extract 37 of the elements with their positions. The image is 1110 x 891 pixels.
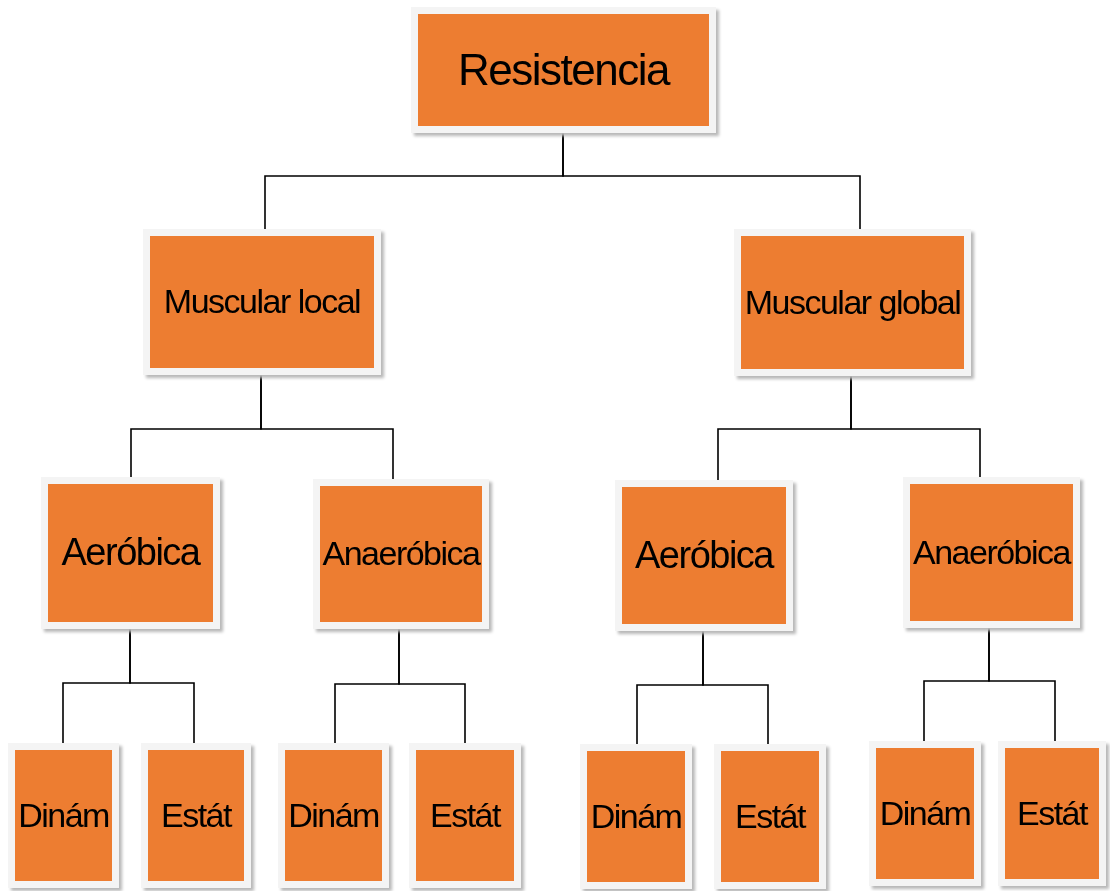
box-label: Dinám xyxy=(879,795,971,832)
process-box xyxy=(903,477,1080,628)
process-box xyxy=(8,743,119,888)
process-box xyxy=(580,744,692,889)
box-label: Anaeróbica xyxy=(913,534,1070,571)
connector-line xyxy=(988,627,1056,742)
box-label: Estát xyxy=(161,797,231,834)
box-label: Muscular global xyxy=(744,284,961,321)
connector-line xyxy=(702,630,769,745)
box-label: Dinám xyxy=(288,797,379,834)
connector-line xyxy=(398,628,466,744)
connector-line xyxy=(129,628,195,744)
box-label: Dinám xyxy=(18,797,109,834)
process-box xyxy=(278,743,389,888)
box-label: Anaeróbica xyxy=(322,536,480,572)
process-box xyxy=(411,7,716,133)
box-label: Dinám xyxy=(590,798,682,835)
process-box xyxy=(141,743,251,888)
process-box xyxy=(869,741,981,886)
process-box xyxy=(409,743,521,888)
process-box xyxy=(714,744,826,889)
box-label: Aeróbica xyxy=(61,533,200,573)
box-label: Estát xyxy=(430,797,500,834)
process-box xyxy=(313,479,489,629)
process-box xyxy=(41,477,220,629)
process-box xyxy=(998,741,1106,886)
process-box xyxy=(734,229,971,376)
box-label: Estát xyxy=(735,798,805,835)
box-label: Muscular local xyxy=(163,284,361,320)
box-label: Estát xyxy=(1017,795,1087,832)
process-box xyxy=(143,229,381,375)
connector-line xyxy=(562,132,861,230)
connector-line xyxy=(260,374,394,480)
connector-line xyxy=(850,375,981,478)
process-box xyxy=(615,480,793,631)
box-label: Aeróbica xyxy=(635,535,773,576)
box-label: Resistencia xyxy=(458,46,669,94)
